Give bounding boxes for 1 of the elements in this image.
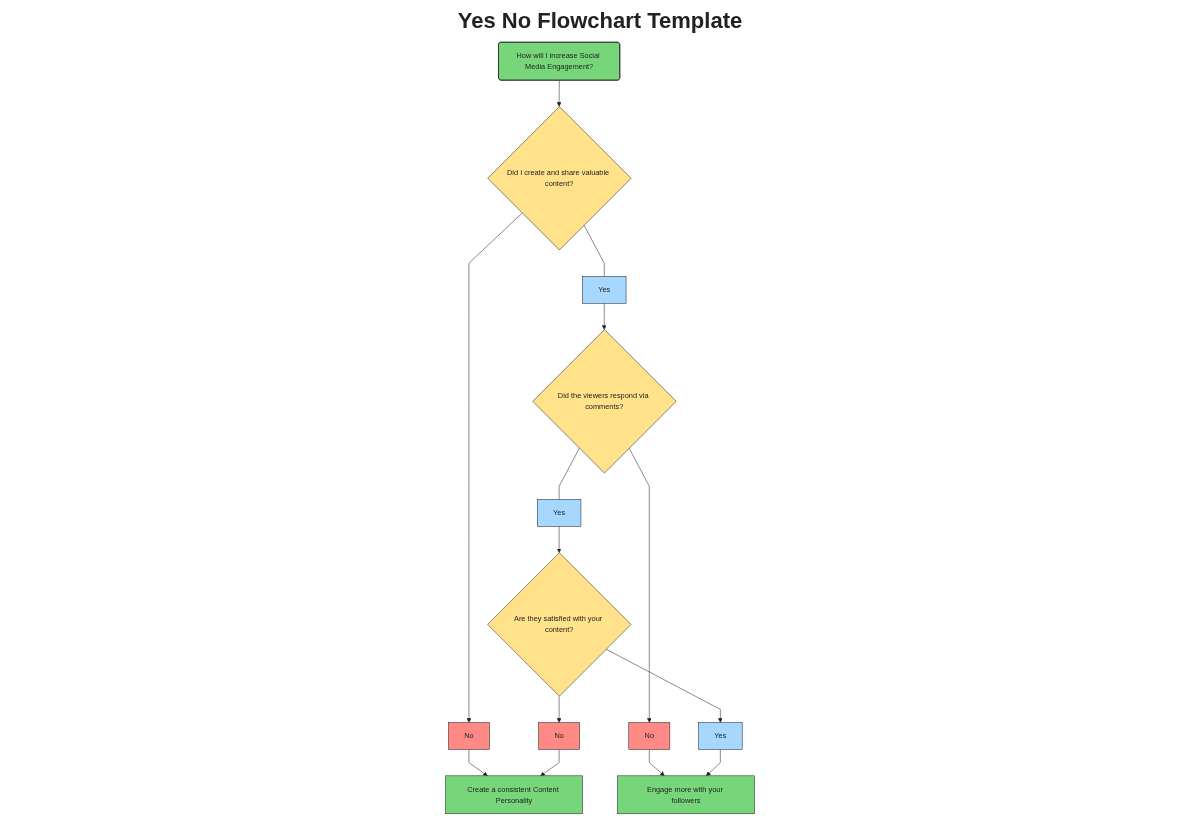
diagram-title: Yes No Flowchart Template <box>456 8 744 34</box>
